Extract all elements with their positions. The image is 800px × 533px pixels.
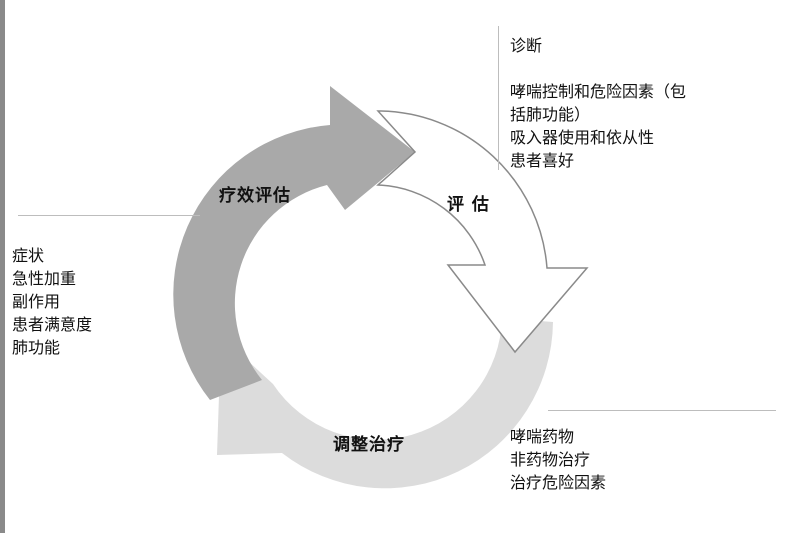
assess-note-item: 患者喜好 [510, 151, 575, 170]
review-guide-line [18, 215, 200, 216]
assess-note-item [510, 57, 686, 80]
adjust-note-item: 治疗危险因素 [510, 473, 607, 492]
review-efficacy-arrow [173, 86, 415, 400]
adjust-treatment-arrow [217, 318, 553, 489]
stage-label-assess: 评 估 [447, 195, 490, 215]
assess-note-item: 吸入器使用和依从性 [510, 128, 655, 147]
assess-note-item: 诊断 [510, 36, 543, 55]
review-notes: 症状 急性加重 副作用 患者满意度 肺功能 [12, 244, 92, 359]
stage-label-review: 疗效评估 [219, 186, 291, 206]
review-note-item: 急性加重 [12, 269, 77, 288]
assess-arrow [376, 110, 589, 354]
assess-note-item: 哮喘控制和危险因素（包 [510, 82, 687, 101]
review-note-item: 副作用 [12, 292, 61, 311]
left-edge-bar [0, 0, 5, 533]
adjust-guide-line [548, 410, 776, 411]
assess-note-item: 括肺功能） [510, 105, 591, 124]
review-note-item: 患者满意度 [12, 315, 93, 334]
assess-notes: 诊断 哮喘控制和危险因素（包 括肺功能） 吸入器使用和依从性 患者喜好 [510, 34, 686, 172]
stage-label-adjust: 调整治疗 [333, 435, 405, 455]
adjust-note-item: 非药物治疗 [510, 450, 591, 469]
adjust-notes: 哮喘药物 非药物治疗 治疗危险因素 [510, 425, 606, 494]
adjust-note-item: 哮喘药物 [510, 427, 575, 446]
assess-guide-line [498, 26, 499, 170]
review-note-item: 肺功能 [12, 338, 61, 357]
review-note-item: 症状 [12, 246, 45, 265]
